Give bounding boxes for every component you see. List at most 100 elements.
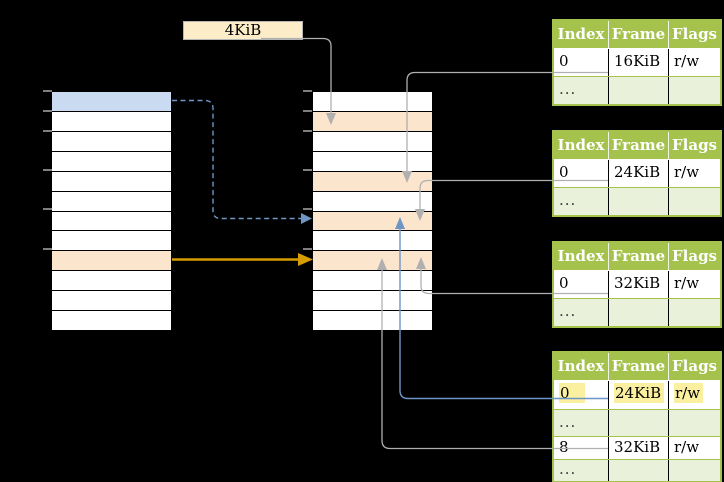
cell-index: ... [554,410,609,436]
header-frame: Frame [609,21,669,48]
table-row: 0 32KiB r/w [554,271,720,298]
table-row-ellipsis: ... [554,409,720,436]
physical-frame-row-white [313,191,432,212]
physical-frame-row-white [313,291,432,312]
middle-column-ticks [303,90,312,260]
virtual-page-row-white [52,311,171,332]
cell-frame [609,410,669,436]
highlighted-value: 0 [559,383,585,403]
table-row: 8 32KiB r/w [554,436,720,459]
virtual-page-row-white [52,211,171,232]
physical-frame-row-white [313,92,432,112]
table-row: 0 24KiB r/w [554,160,720,187]
address-tick [303,248,312,250]
header-frame: Frame [609,353,669,380]
cell-index: 0 [554,381,609,409]
page-table-1: Index Frame Flags 0 16KiB r/w ... [552,19,722,106]
header-flags: Flags [672,25,717,43]
physical-memory-column [313,91,432,332]
header-index: Index [554,353,609,380]
address-tick [303,208,312,210]
page-size-label: 4KiB [183,21,303,40]
header-frame: Frame [609,132,669,159]
cell-index: ... [554,460,609,481]
physical-frame-row-white [313,271,432,292]
cell-flags: r/w [674,52,700,70]
address-tick [303,110,312,112]
cell-frame: 16KiB [609,49,669,76]
virtual-page-row-white [52,131,171,152]
cell-flags [669,77,720,104]
table-row-ellipsis: ... [554,459,720,481]
cell-flags: r/w [674,438,700,456]
virtual-page-row-white [52,151,171,172]
address-tick [43,248,52,250]
table-header-row: Index Frame Flags [554,353,720,381]
highlighted-value: 24KiB [614,383,665,403]
virtual-page-row-orange [52,251,171,272]
address-tick [303,130,312,132]
address-tick [43,208,52,210]
virtual-memory-column [52,91,171,332]
cell-frame [609,299,669,326]
header-index: Index [554,132,609,159]
address-tick [43,169,52,171]
table-header-row: Index Frame Flags [554,132,720,160]
virtual-page-row-white [52,231,171,252]
cell-index: ... [554,299,609,326]
cell-frame: 24KiB [609,160,669,187]
header-frame: Frame [609,243,669,270]
cell-frame [609,188,669,215]
cell-frame [609,460,669,481]
cell-flags: r/w [669,381,720,409]
cell-flags [669,410,720,436]
table-row-ellipsis: ... [554,187,720,215]
table-row-highlighted: 0 24KiB r/w [554,381,720,409]
table-header-row: Index Frame Flags [554,21,720,49]
cell-flags [669,460,720,481]
table-header-row: Index Frame Flags [554,243,720,271]
page-table-2: Index Frame Flags 0 24KiB r/w ... [552,130,722,217]
physical-frame-row-orange [313,111,432,132]
virtual-page-row-white [52,171,171,192]
table-row-ellipsis: ... [554,298,720,326]
cell-index: ... [554,188,609,215]
table-row: 0 16KiB r/w [554,49,720,76]
virtual-page-row-blue [52,92,171,112]
header-index: Index [554,21,609,48]
address-tick [43,90,52,92]
physical-frame-row-orange [313,251,432,272]
cell-frame [609,77,669,104]
address-tick [43,130,52,132]
physical-frame-row-orange [313,211,432,232]
cell-index: ... [554,77,609,104]
cell-index: 8 [554,437,609,459]
virtual-page-row-white [52,111,171,132]
header-flags: Flags [672,136,717,154]
cell-frame: 24KiB [609,381,669,409]
address-tick [43,110,52,112]
header-index: Index [554,243,609,270]
address-tick [303,90,312,92]
header-flags: Flags [672,247,717,265]
page-table-4: Index Frame Flags 0 24KiB r/w ... 8 32Ki… [552,351,722,482]
cell-flags: r/w [674,274,700,292]
page-table-3: Index Frame Flags 0 32KiB r/w ... [552,241,722,328]
header-flags: Flags [672,357,717,375]
cell-index: 0 [554,160,609,187]
cell-frame: 32KiB [609,437,669,459]
cell-index: 0 [554,49,609,76]
physical-frame-row-white [313,131,432,152]
table-row-ellipsis: ... [554,76,720,104]
virtual-to-physical-dashed-line [172,99,301,220]
address-tick [303,169,312,171]
physical-frame-row-white [313,311,432,332]
left-column-ticks [43,90,52,260]
virtual-page-row-white [52,191,171,212]
cell-index: 0 [554,271,609,298]
physical-frame-row-white [313,231,432,252]
virtual-page-row-white [52,291,171,312]
cell-frame: 32KiB [609,271,669,298]
physical-frame-row-white [313,151,432,172]
